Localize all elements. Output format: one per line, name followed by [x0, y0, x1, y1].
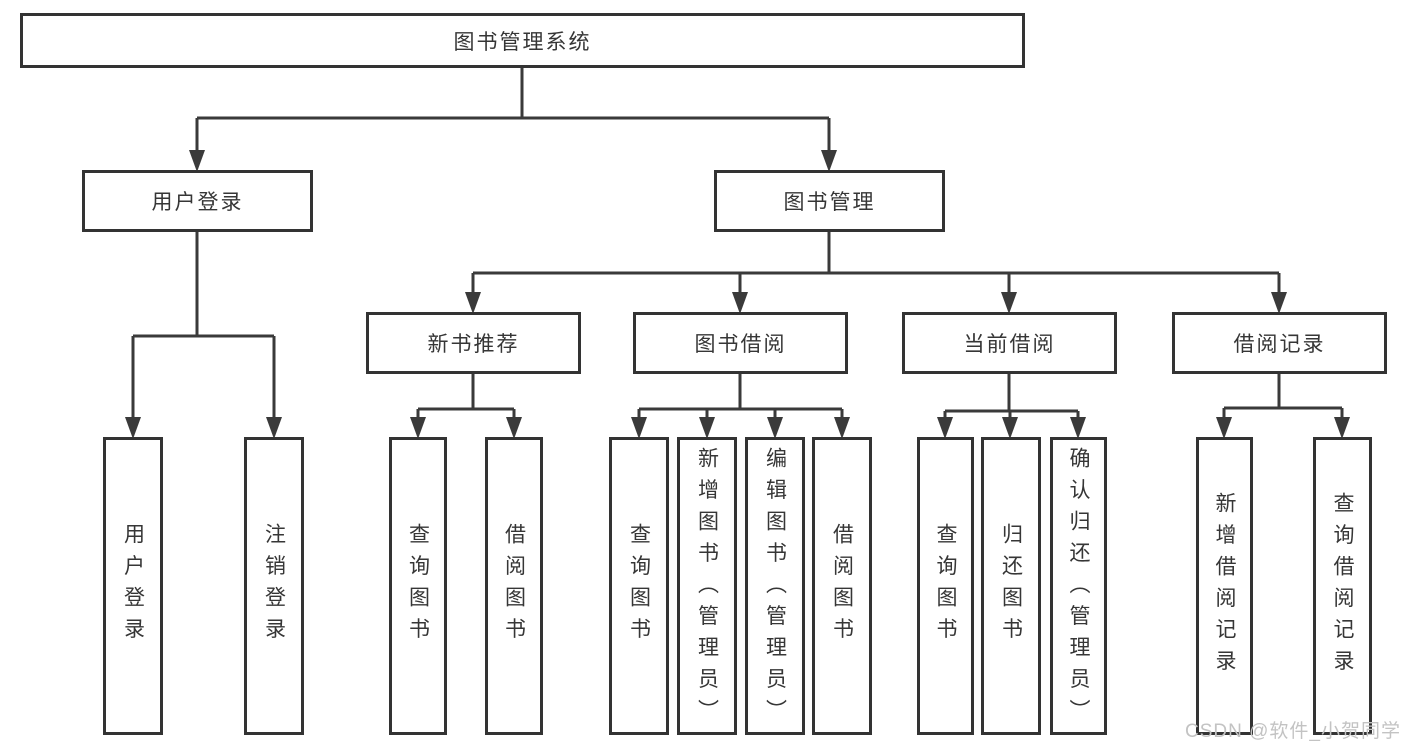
- node-user-login: 用户登录: [82, 170, 313, 232]
- node-label: 借阅记录: [1233, 333, 1326, 356]
- leaf-label: 用户登录: [121, 523, 145, 649]
- leaf-query-books-borrow: 查询图书: [609, 437, 669, 735]
- leaf-user-login: 用户登录: [103, 437, 163, 735]
- leaf-label: 新增图书（管理员）: [695, 447, 719, 731]
- node-label: 图书借阅: [694, 333, 787, 356]
- leaf-label: 查询借阅记录: [1331, 491, 1354, 681]
- leaf-confirm-return-admin: 确认归还（管理员）: [1050, 437, 1107, 735]
- leaf-label: 查询图书: [406, 523, 430, 649]
- node-root-library-system: 图书管理系统: [20, 13, 1025, 68]
- leaf-label: 归还图书: [999, 523, 1023, 649]
- node-current-borrowing: 当前借阅: [902, 312, 1117, 374]
- leaf-label: 借阅图书: [830, 523, 854, 649]
- leaf-query-books-recommend: 查询图书: [389, 437, 447, 735]
- leaf-label: 编辑图书（管理员）: [763, 447, 787, 731]
- leaf-borrow-books-recommend: 借阅图书: [485, 437, 543, 735]
- node-label: 图书管理系统: [453, 30, 592, 54]
- node-label: 用户登录: [151, 191, 244, 214]
- leaf-label: 新增借阅记录: [1213, 491, 1236, 681]
- node-new-book-recommend: 新书推荐: [366, 312, 581, 374]
- leaf-borrow-books: 借阅图书: [812, 437, 872, 735]
- leaf-edit-books-admin: 编辑图书（管理员）: [745, 437, 805, 735]
- leaf-query-borrow-record: 查询借阅记录: [1313, 437, 1372, 735]
- leaf-label: 确认归还（管理员）: [1067, 447, 1090, 731]
- leaf-add-borrow-record: 新增借阅记录: [1196, 437, 1253, 735]
- leaf-label: 注销登录: [262, 523, 286, 649]
- node-book-borrowing: 图书借阅: [633, 312, 848, 374]
- leaf-add-books-admin: 新增图书（管理员）: [677, 437, 737, 735]
- leaf-return-books: 归还图书: [981, 437, 1041, 735]
- leaf-logout: 注销登录: [244, 437, 304, 735]
- node-label: 当前借阅: [963, 333, 1056, 356]
- leaf-label: 借阅图书: [502, 523, 526, 649]
- arrowheads: [125, 150, 1350, 439]
- leaf-query-books-current: 查询图书: [917, 437, 974, 735]
- leaf-label: 查询图书: [627, 523, 651, 649]
- node-book-management: 图书管理: [714, 170, 945, 232]
- node-borrowing-records: 借阅记录: [1172, 312, 1387, 374]
- leaf-label: 查询图书: [934, 523, 957, 649]
- node-label: 图书管理: [783, 191, 876, 214]
- node-label: 新书推荐: [427, 333, 520, 356]
- csdn-watermark: CSDN @软件_小贺同学: [1185, 721, 1401, 742]
